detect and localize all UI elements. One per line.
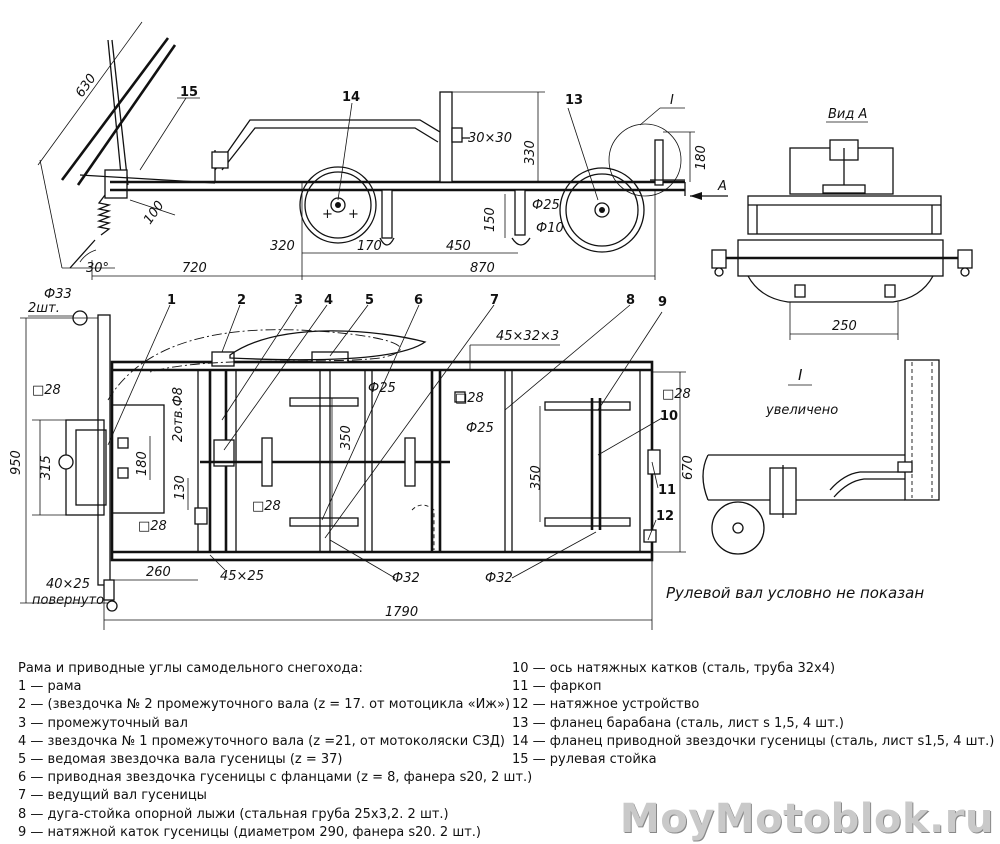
dim-315: 315: [39, 455, 54, 480]
dim-450: 450: [446, 239, 471, 254]
legend-item: 6 — приводная звездочка гусеницы с фланц…: [18, 770, 533, 786]
plan-view: 1 2 3 4 5 6 7 8 9 10 11 12 Ф33 2шт.: [9, 287, 696, 630]
plan-callout-5: 5: [365, 293, 374, 308]
view-a: Вид A 250: [711, 107, 973, 340]
dim-150: 150: [483, 207, 498, 232]
legend-item: 2 — (звездочка № 2 промежуточного вала (…: [18, 697, 511, 713]
dim-45x32x3: 45×32×3: [496, 329, 559, 344]
plan-callout-7: 7: [490, 293, 499, 308]
sq28-b: □28: [138, 519, 167, 534]
legend-item: 5 — ведомая звездочка вала гусеницы (z =…: [18, 752, 343, 768]
dim-350-a: 350: [339, 425, 354, 450]
legend-item: 4 — звездочка № 1 промежуточного вала (z…: [18, 733, 506, 749]
dim-330: 330: [523, 140, 538, 165]
plan-callouts: 1 2 3 4 5 6 7 8 9 10 11 12: [107, 293, 678, 541]
legend-item: 9 — натяжной каток гусеницы (диаметром 2…: [18, 824, 481, 840]
legend-item: 7 — ведущий вал гусеницы: [18, 788, 207, 804]
dim-950: 950: [9, 450, 24, 475]
plan-callout-4: 4: [324, 293, 333, 308]
dim-40x25: 40×25: [46, 577, 90, 592]
plan-callout-2: 2: [237, 293, 246, 308]
dim-180-side: 180: [694, 145, 709, 170]
callout-I: I: [670, 93, 674, 108]
plan-callout-1: 1: [167, 293, 176, 308]
dim-phi33: Ф33: [44, 287, 72, 302]
legend-item: 3 — промежуточный вал: [18, 715, 188, 731]
dim-phi25-b: Ф25: [466, 421, 494, 436]
dim-2otv: 2отв.Ф8: [171, 387, 186, 442]
legend-item: 13 — фланец барабана (сталь, лист s 1,5,…: [512, 715, 844, 731]
dim-30deg: 30°: [86, 261, 109, 276]
side-view: 630 100 30° 30×30 330 ++: [37, 21, 728, 280]
sq28-e: □28: [662, 387, 691, 402]
plan-callout-9: 9: [658, 295, 667, 310]
plan-callout-10: 10: [660, 409, 678, 424]
legend-item: 15 — рулевая стойка: [512, 752, 657, 768]
callout-15: 15: [180, 85, 198, 100]
detail-i-title: I: [798, 366, 803, 384]
dim-povernuto: повернуто: [32, 593, 104, 608]
dim-phi32-a: Ф32: [392, 571, 420, 586]
dim-870: 870: [470, 261, 495, 276]
plan-callout-11: 11: [658, 483, 676, 498]
detail-i: I увеличено: [702, 359, 940, 555]
view-a-title: Вид A: [828, 107, 867, 122]
sq28-a: □28: [32, 383, 61, 398]
dim-phi10: Ф10: [536, 221, 564, 236]
legend-left: Рама и приводные углы самодельного снего…: [18, 660, 533, 842]
dim-2sht: 2шт.: [28, 301, 60, 316]
dim-phi32-b: Ф32: [485, 571, 513, 586]
svg-text:+: +: [322, 207, 333, 222]
legend-item: 8 — дуга-стойка опорной лыжи (стальная г…: [18, 806, 449, 822]
watermark-logo: MoyMotoblok.ru: [619, 796, 994, 842]
plan-callout-8: 8: [626, 293, 635, 308]
dim-phi25: Ф25: [532, 198, 560, 213]
plan-callout-3: 3: [294, 293, 303, 308]
view-a-dim-250: 250: [832, 319, 857, 334]
dim-100: 100: [141, 198, 168, 227]
technical-drawing: 630 100 30° 30×30 330 ++: [9, 21, 973, 630]
svg-text:+: +: [348, 207, 359, 222]
legend-item: 11 — фаркоп: [512, 679, 602, 695]
legend-caption: Рама и приводные углы самодельного снего…: [18, 661, 363, 676]
callout-13: 13: [565, 93, 583, 108]
legend-right: 10 — ось натяжных катков (сталь, труба 3…: [512, 660, 995, 769]
legend-item: 10 — ось натяжных катков (сталь, труба 3…: [512, 661, 836, 676]
dim-130: 130: [173, 475, 188, 500]
dim-45x25: 45×25: [220, 569, 264, 584]
arrow-a-label: A: [717, 179, 727, 194]
callout-14: 14: [342, 90, 360, 105]
dim-170: 170: [357, 239, 382, 254]
legend-item: 1 — рама: [18, 679, 82, 695]
legend-item: 12 — натяжное устройство: [512, 697, 700, 713]
dim-phi25-a: Ф25: [368, 381, 396, 396]
sq28-d: □28: [455, 391, 484, 406]
dim-320: 320: [270, 239, 295, 254]
steering-note: Рулевой вал условно не показан: [666, 584, 924, 602]
dim-1790: 1790: [385, 605, 418, 620]
dim-670: 670: [681, 455, 696, 480]
dim-30x30: 30×30: [468, 131, 512, 146]
dim-180-plan: 180: [135, 451, 150, 476]
plan-callout-12: 12: [656, 509, 674, 524]
plan-callout-6: 6: [414, 293, 423, 308]
dim-260: 260: [146, 565, 171, 580]
dim-720: 720: [182, 261, 207, 276]
dim-350-b: 350: [529, 465, 544, 490]
sq28-c: □28: [252, 499, 281, 514]
detail-i-subtitle: увеличено: [765, 403, 838, 418]
legend-item: 14 — фланец приводной звездочки гусеницы…: [512, 733, 995, 749]
